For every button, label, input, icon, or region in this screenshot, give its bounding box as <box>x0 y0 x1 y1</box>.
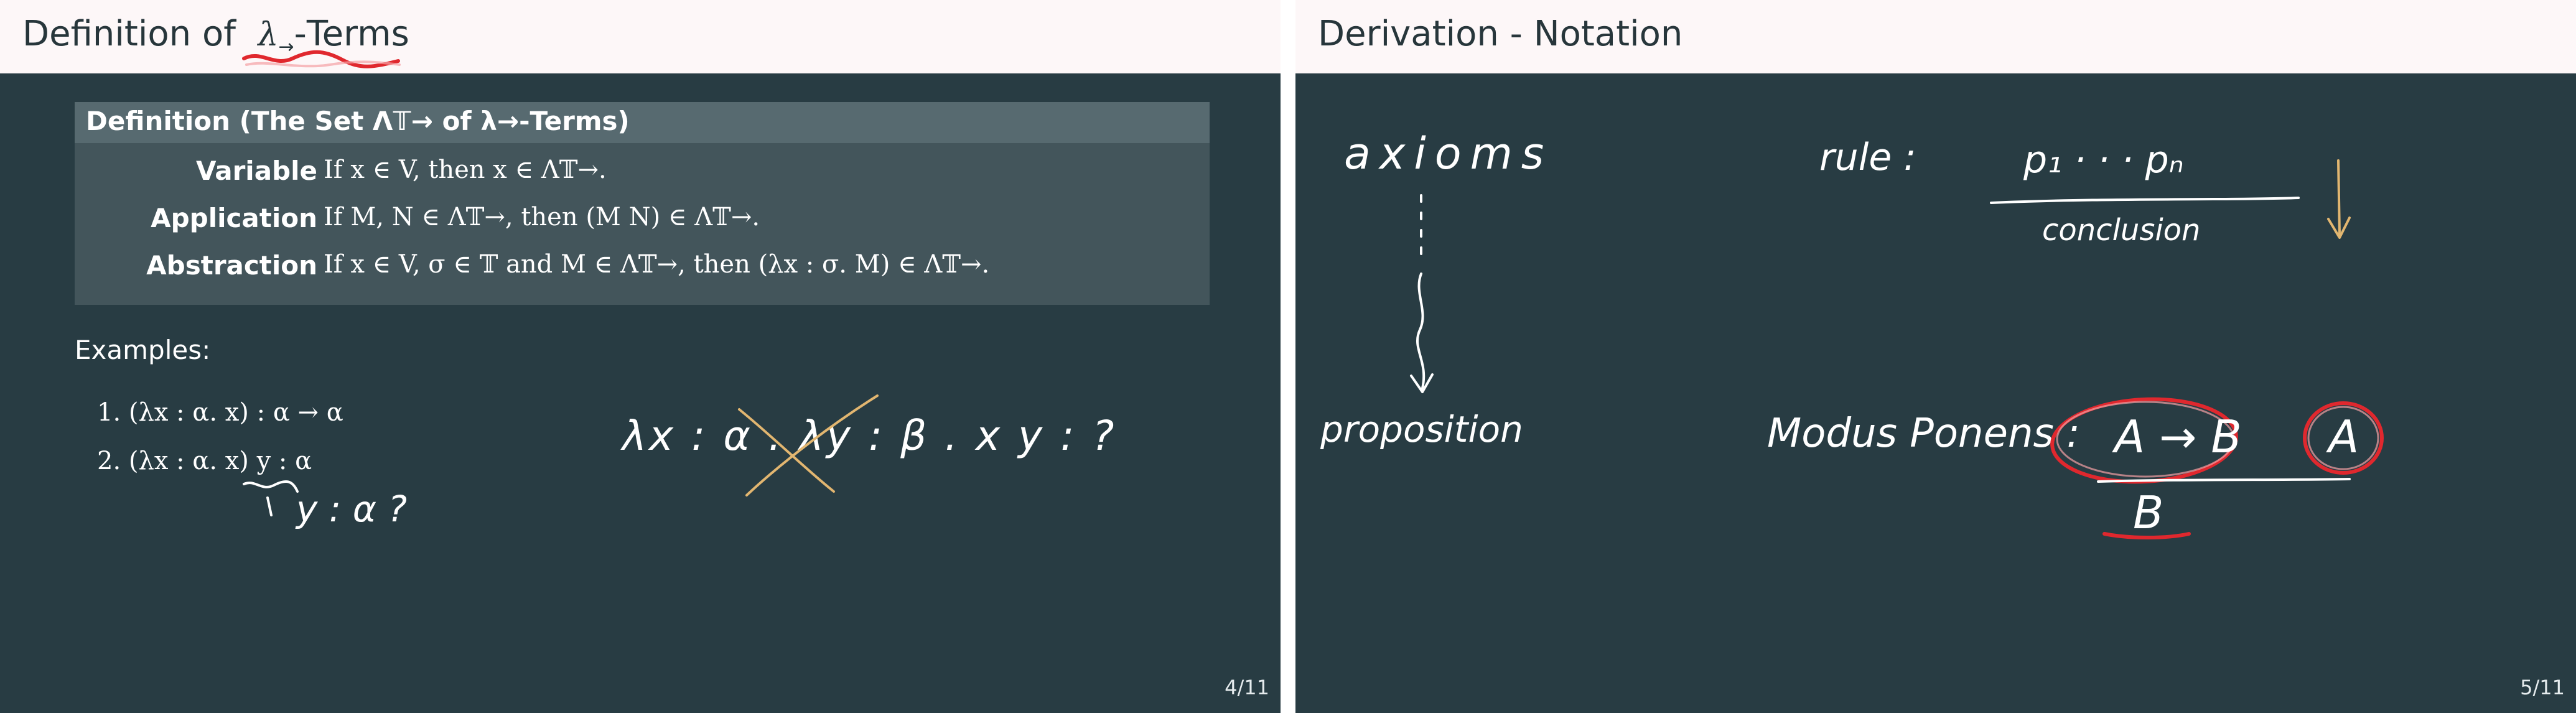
red-circle-annotations <box>2050 397 2384 539</box>
slide-title: Derivation - Notation <box>1318 14 1683 54</box>
definition-row-abstraction: Abstraction If x ∈ V, σ ∈ 𝕋 and M ∈ Λ𝕋→,… <box>75 243 1210 290</box>
handwriting-modus-ponens: Modus Ponens : <box>1767 411 2080 457</box>
definition-text: If x ∈ V, then x ∈ Λ𝕋→. <box>324 156 607 184</box>
page-number: 5/11 <box>2520 676 2565 699</box>
definition-label: Application <box>151 203 317 233</box>
title-lambda: λ <box>258 16 279 54</box>
handwriting-arrow-left <box>243 480 299 516</box>
title-prefix: Definition of <box>22 14 236 54</box>
red-underline-annotation <box>242 50 401 68</box>
handwriting-mp-premise-a: A <box>2328 411 2359 463</box>
handwriting-conclusion: conclusion <box>2042 213 2201 248</box>
slide-header: Derivation - Notation <box>1295 0 2576 73</box>
definition-text: If M, N ∈ Λ𝕋→, then (M N) ∈ Λ𝕋→. <box>324 203 760 231</box>
handwriting-term: λx : α . λy : β . x y : ? <box>622 412 1117 460</box>
page-number: 4/11 <box>1225 676 1269 699</box>
orange-cross-out <box>738 394 879 496</box>
handwriting-rule: rule : <box>1819 136 1916 179</box>
title-suffix: -Terms <box>294 14 409 54</box>
examples-label: Examples: <box>75 335 211 365</box>
handwriting-result-type: y : α ? <box>296 488 408 530</box>
dashed-arrow-down <box>1410 194 1434 393</box>
definition-row-application: Application If M, N ∈ Λ𝕋→, then (M N) ∈ … <box>75 195 1210 243</box>
handwriting-axioms: axioms <box>1344 128 1553 179</box>
slide-definition-terms: Definition of λ→-Terms Definition (The S… <box>0 0 1281 713</box>
example-item-2: 2. (λx : α. x) y : α <box>97 447 312 475</box>
handwriting-mp-premise-implication: A → B <box>2114 411 2242 463</box>
definition-label: Abstraction <box>146 250 317 281</box>
definition-text: If x ∈ V, σ ∈ 𝕋 and M ∈ Λ𝕋→, then (λx : … <box>324 250 990 279</box>
example-item-1: 1. (λx : α. x) : α → α <box>97 398 343 427</box>
definition-title-bar: Definition (The Set Λ𝕋→ of λ→-Terms) <box>75 102 1210 143</box>
slide-derivation-notation: Derivation - Notation axioms proposition… <box>1295 0 2576 713</box>
definition-block: Definition (The Set Λ𝕋→ of λ→-Terms) Var… <box>75 102 1210 305</box>
handwriting-premises: p₁ · · · pₙ <box>2023 138 2184 182</box>
definition-label: Variable <box>196 156 317 186</box>
definition-row-variable: Variable If x ∈ V, then x ∈ Λ𝕋→. <box>75 148 1210 195</box>
title-arrow-subscript: → <box>278 36 294 58</box>
rule-line <box>1990 197 2300 204</box>
slide-header: Definition of λ→-Terms <box>0 0 1281 73</box>
orange-arrow-down <box>2327 159 2351 239</box>
definition-title: Definition (The Set Λ𝕋→ of λ→-Terms) <box>86 106 630 136</box>
slide-title: Definition of λ→-Terms <box>22 14 409 58</box>
handwriting-proposition: proposition <box>1320 408 1523 450</box>
handwriting-mp-conclusion: B <box>2133 487 2164 539</box>
